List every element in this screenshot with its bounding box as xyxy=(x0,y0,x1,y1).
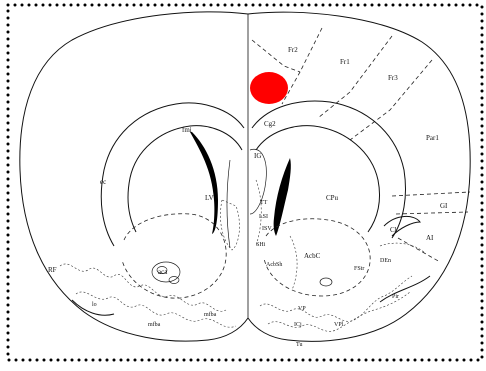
label-mfba-center: mfba xyxy=(204,311,217,318)
right-ventricle xyxy=(274,158,291,236)
septal-dashed xyxy=(256,180,261,246)
label-fmi: fmi xyxy=(182,126,192,134)
label-ai: AI xyxy=(426,234,434,242)
label-vpl: VPl xyxy=(334,322,344,328)
label-shi: SHi xyxy=(256,242,266,248)
label-aca: aca xyxy=(158,268,168,276)
label-pir: Pir xyxy=(392,294,399,300)
label-par1: Par1 xyxy=(426,134,439,142)
label-mfba-left: mfba xyxy=(148,321,161,328)
right-hemisphere-outline xyxy=(248,12,470,341)
label-fr3: Fr3 xyxy=(388,74,398,82)
label-shv: ISV xyxy=(262,226,272,232)
ventral-wave-right xyxy=(260,276,412,321)
boundary-fr3-par1 xyxy=(350,60,432,140)
label-tu: Tu xyxy=(296,342,302,348)
label-fr2: Fr2 xyxy=(288,46,298,54)
left-ventricle xyxy=(190,132,218,234)
label-ec: ec xyxy=(100,178,106,186)
label-ig: IG xyxy=(254,152,261,160)
boundary-cg-fr2 xyxy=(252,40,300,72)
boundary-gi-ai xyxy=(396,212,468,214)
left-inner-dashed xyxy=(220,200,239,250)
boundary-ai-lower xyxy=(398,238,440,262)
label-icj: ICj xyxy=(294,322,302,328)
label-tt: TT xyxy=(260,200,268,206)
label-cl: Cl xyxy=(390,226,397,234)
label-lo: lo xyxy=(92,302,97,308)
label-lv: LV xyxy=(205,194,214,202)
dotted-border xyxy=(8,5,482,360)
boundary-fr2-fr1 xyxy=(282,28,322,104)
label-gi: GI xyxy=(440,202,448,210)
boundary-par1-gi xyxy=(392,192,470,196)
label-lsi: LSI xyxy=(259,214,268,220)
label-vp: VP xyxy=(298,306,306,312)
accumbens-left-dashed xyxy=(122,214,226,298)
marker-dot xyxy=(250,72,288,104)
label-acbsh: AcbSh xyxy=(266,262,282,268)
ventral-wave-left xyxy=(60,264,226,311)
left-white-matter-inner xyxy=(128,126,242,232)
left-septum xyxy=(227,160,230,248)
label-den: DEn xyxy=(380,258,391,264)
label-acbc: AcbC xyxy=(304,252,321,260)
pir-boundary xyxy=(380,276,430,302)
anterior-commissure-right xyxy=(320,278,332,286)
acbsh-core-line xyxy=(290,236,297,290)
label-cpu: CPu xyxy=(326,194,339,202)
den-boundary xyxy=(380,243,424,252)
boundary-fr1-fr3 xyxy=(318,36,392,118)
label-fr1: Fr1 xyxy=(340,58,350,66)
label-rf: RF xyxy=(48,266,57,274)
label-fstr: FStr xyxy=(354,266,364,272)
label-cg2: Cg2 xyxy=(264,120,276,128)
left-white-matter-outer xyxy=(101,103,244,246)
